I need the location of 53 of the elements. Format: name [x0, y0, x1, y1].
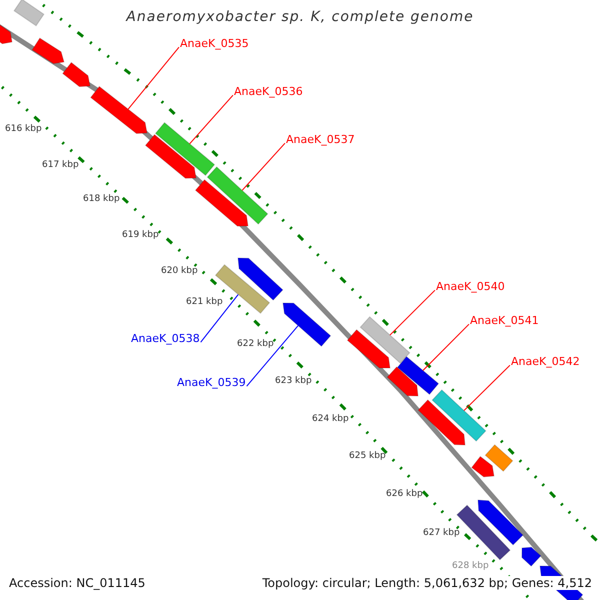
footer-text: Topology: circular; Length: 5,061,632 bp; Genes: 4,512 — [262, 576, 592, 590]
scale-label: 626 kbp — [386, 489, 423, 500]
gene-block — [144, 134, 197, 179]
leader-line — [422, 324, 470, 372]
scale-label: 616 kbp — [5, 124, 42, 135]
scale-label: 627 kbp — [423, 528, 460, 539]
scale-label: 621 kbp — [186, 297, 223, 308]
gene-block — [396, 356, 440, 396]
title: Anaeromyxobacter sp. K, complete genome — [124, 9, 475, 26]
scale-label: 620 kbp — [161, 266, 198, 277]
leader-line — [128, 46, 180, 110]
gene-block — [206, 166, 268, 225]
leader-line — [389, 290, 436, 336]
scale-label: 625 kbp — [349, 451, 386, 462]
gene-label: AnaeK_0536 — [234, 85, 303, 98]
gene-block — [62, 62, 91, 88]
gene-block — [432, 389, 486, 442]
gene-block — [386, 366, 419, 397]
gene-label: AnaeK_0537 — [286, 133, 355, 146]
leader-line — [189, 94, 234, 144]
gene-block — [477, 499, 524, 546]
leader-line — [246, 325, 299, 387]
leader-line — [200, 294, 239, 343]
gene-block — [237, 257, 284, 301]
scale-label: 623 kbp — [275, 376, 312, 387]
leader-line — [464, 364, 510, 412]
gene-label: AnaeK_0542 — [511, 355, 580, 368]
gene-block — [521, 546, 542, 567]
leader-line — [242, 142, 286, 191]
gene-block — [346, 329, 391, 368]
footer-text: Accession: NC_011145 — [9, 576, 146, 590]
gene-block — [154, 122, 216, 176]
gene-label: AnaeK_0538 — [131, 332, 200, 346]
gene-block — [282, 302, 332, 347]
scale-label: 622 kbp — [237, 339, 274, 350]
gene-block — [360, 316, 410, 364]
gene-block — [90, 86, 148, 134]
scale-label: 618 kbp — [83, 194, 120, 205]
gene-block — [32, 37, 65, 64]
gene-block — [194, 179, 249, 227]
gene-block — [0, 24, 13, 44]
scale-label: 619 kbp — [122, 230, 159, 241]
gene-label: AnaeK_0535 — [180, 37, 249, 50]
gene-block — [471, 456, 495, 478]
scale-label: 624 kbp — [312, 414, 349, 425]
gene-label: AnaeK_0541 — [470, 314, 539, 328]
gene-block — [13, 0, 45, 26]
gene-block — [418, 399, 466, 446]
gene-label: AnaeK_0539 — [177, 376, 246, 390]
scale-label: 628 kbp — [452, 561, 489, 572]
scale-label: 617 kbp — [42, 160, 79, 171]
gene-label: AnaeK_0540 — [436, 280, 505, 294]
gene-block — [484, 444, 514, 472]
